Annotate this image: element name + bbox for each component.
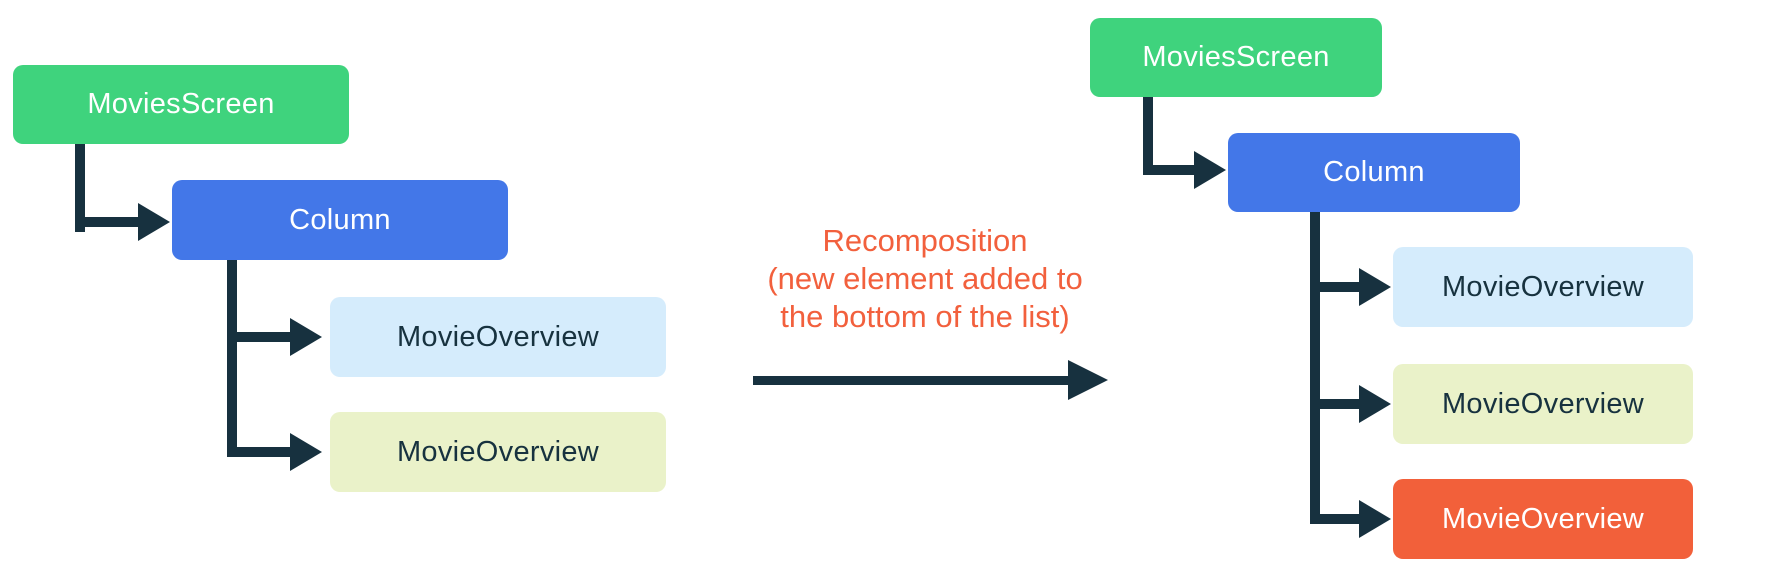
left-root-connector-horizontal [75, 217, 140, 227]
annotation-line-1: Recomposition [822, 223, 1028, 258]
right-column-node: Column [1228, 133, 1520, 212]
arrowhead-icon [290, 318, 322, 356]
arrowhead-icon [1068, 360, 1108, 400]
recomposition-annotation: Recomposition (new element added to the … [700, 222, 1150, 336]
right-root-connector-horizontal [1143, 165, 1196, 175]
right-branch-2-horizontal [1310, 399, 1361, 409]
left-moviesscreen-node: MoviesScreen [13, 65, 349, 144]
right-movieoverview-node-1: MovieOverview [1393, 247, 1693, 327]
annotation-line-3: the bottom of the list) [780, 299, 1070, 334]
arrowhead-icon [1194, 151, 1226, 189]
right-movieoverview-node-3-new: MovieOverview [1393, 479, 1693, 559]
right-branch-1-horizontal [1310, 282, 1361, 292]
arrowhead-icon [1359, 268, 1391, 306]
left-movieoverview-node-1: MovieOverview [330, 297, 666, 377]
left-branch-2-horizontal [227, 447, 292, 457]
right-movieoverview-node-2: MovieOverview [1393, 364, 1693, 444]
arrowhead-icon [1359, 500, 1391, 538]
right-root-connector-vertical [1143, 97, 1153, 175]
left-branch-1-horizontal [227, 332, 292, 342]
arrowhead-icon [1359, 385, 1391, 423]
left-root-connector-vertical [75, 144, 85, 232]
right-column-connector-vertical [1310, 212, 1320, 524]
right-branch-3-horizontal [1310, 514, 1361, 524]
arrowhead-icon [290, 433, 322, 471]
recomposition-arrow-shaft [753, 376, 1070, 385]
left-movieoverview-node-2: MovieOverview [330, 412, 666, 492]
arrowhead-icon [138, 203, 170, 241]
left-column-connector-vertical [227, 260, 237, 457]
right-moviesscreen-node: MoviesScreen [1090, 18, 1382, 97]
annotation-line-2: (new element added to [767, 261, 1083, 296]
left-column-node: Column [172, 180, 508, 260]
